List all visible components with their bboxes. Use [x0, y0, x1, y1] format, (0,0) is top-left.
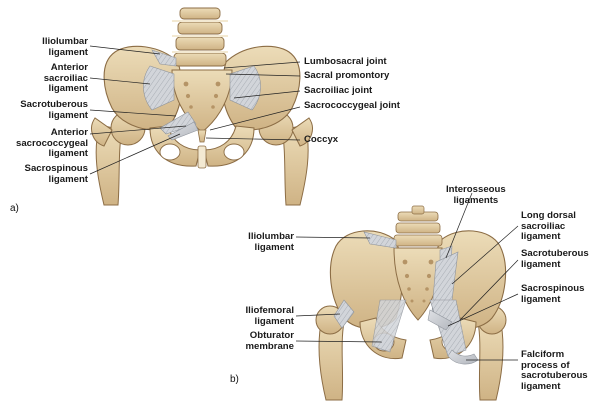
label-b-sacrospinous-ligament: Sacrospinous ligament: [521, 283, 585, 305]
sacrospinous-ligament-a: [167, 121, 199, 141]
right-greater-trochanter: [291, 117, 313, 147]
sacrotuberous-ligament-b: [429, 299, 467, 357]
label-a-coccyx: Coccyx: [304, 134, 339, 145]
label-a-iliolumbar-ligament: Iliolumbar ligament: [42, 36, 88, 58]
label-a-sacrococcygeal-joint: Sacrococcygeal joint: [304, 100, 400, 111]
label-b-interosseous-ligaments: Interosseous ligaments: [446, 184, 506, 206]
right-anterior-sacroiliac-ligament-a: [229, 65, 261, 111]
label-a-sacrotuberous-ligament: Sacrotuberous ligament: [20, 99, 88, 121]
iliofemoral-ligament-b: [333, 299, 355, 329]
label-b-iliolumbar-ligament: Iliolumbar ligament: [248, 231, 294, 253]
panel-a-anterior-pelvis: [91, 7, 313, 206]
panel-b-tag: b): [230, 374, 239, 385]
iliolumbar-ligament-b: [363, 231, 397, 249]
sacral-foramina-b: [402, 259, 434, 303]
sacral-foramina-a: [183, 81, 221, 109]
coccyx-a: [197, 129, 207, 143]
lumbar-spine-a: [172, 7, 228, 67]
label-b-iliofemoral-ligament: Iliofemoral ligament: [245, 305, 294, 327]
left-femur-b: [318, 317, 345, 401]
left-obturator-foramen: [159, 143, 181, 161]
label-b-falciform-process: Falciform process of sacrotuberous ligam…: [521, 349, 588, 392]
left-greater-trochanter: [91, 117, 113, 147]
left-sacrotuberous-ligament-b: [371, 299, 407, 353]
anterior-sacroiliac-ligament-a: [143, 65, 175, 111]
label-a-sacroiliac-joint: Sacroiliac joint: [304, 85, 373, 96]
left-ilium: [103, 45, 183, 131]
sacrospinous-ligament-b: [427, 309, 453, 331]
falciform-process-b: [447, 349, 479, 365]
label-b-long-dorsal-sacroiliac-ligament: Long dorsal sacroiliac ligament: [521, 210, 576, 243]
pubic-symphysis: [197, 145, 207, 169]
lumbar-spine-b: [393, 205, 443, 247]
label-a-lumbosacral-joint: Lumbosacral joint: [304, 56, 387, 67]
panel-b-posterior-pelvis: [315, 205, 507, 401]
panel-a-tag: a): [10, 203, 19, 214]
right-ilium: [221, 45, 301, 131]
label-a-sacrospinous-ligament: Sacrospinous ligament: [24, 163, 88, 185]
leader-lines: [89, 45, 519, 361]
label-b-sacrotuberous-ligament: Sacrotuberous ligament: [521, 248, 589, 270]
label-a-anterior-sacrococcygeal-ligament: Anterior sacrococcygeal ligament: [16, 127, 88, 160]
label-b-obturator-membrane: Obturator membrane: [245, 330, 294, 352]
label-a-sacral-promontory: Sacral promontory: [304, 70, 390, 81]
right-obturator-foramen: [223, 143, 245, 161]
label-a-anterior-sacroiliac-ligament: Anterior sacroiliac ligament: [43, 62, 88, 95]
sacrotuberous-ligament-a: [159, 111, 197, 135]
right-femur-b: [477, 317, 504, 401]
